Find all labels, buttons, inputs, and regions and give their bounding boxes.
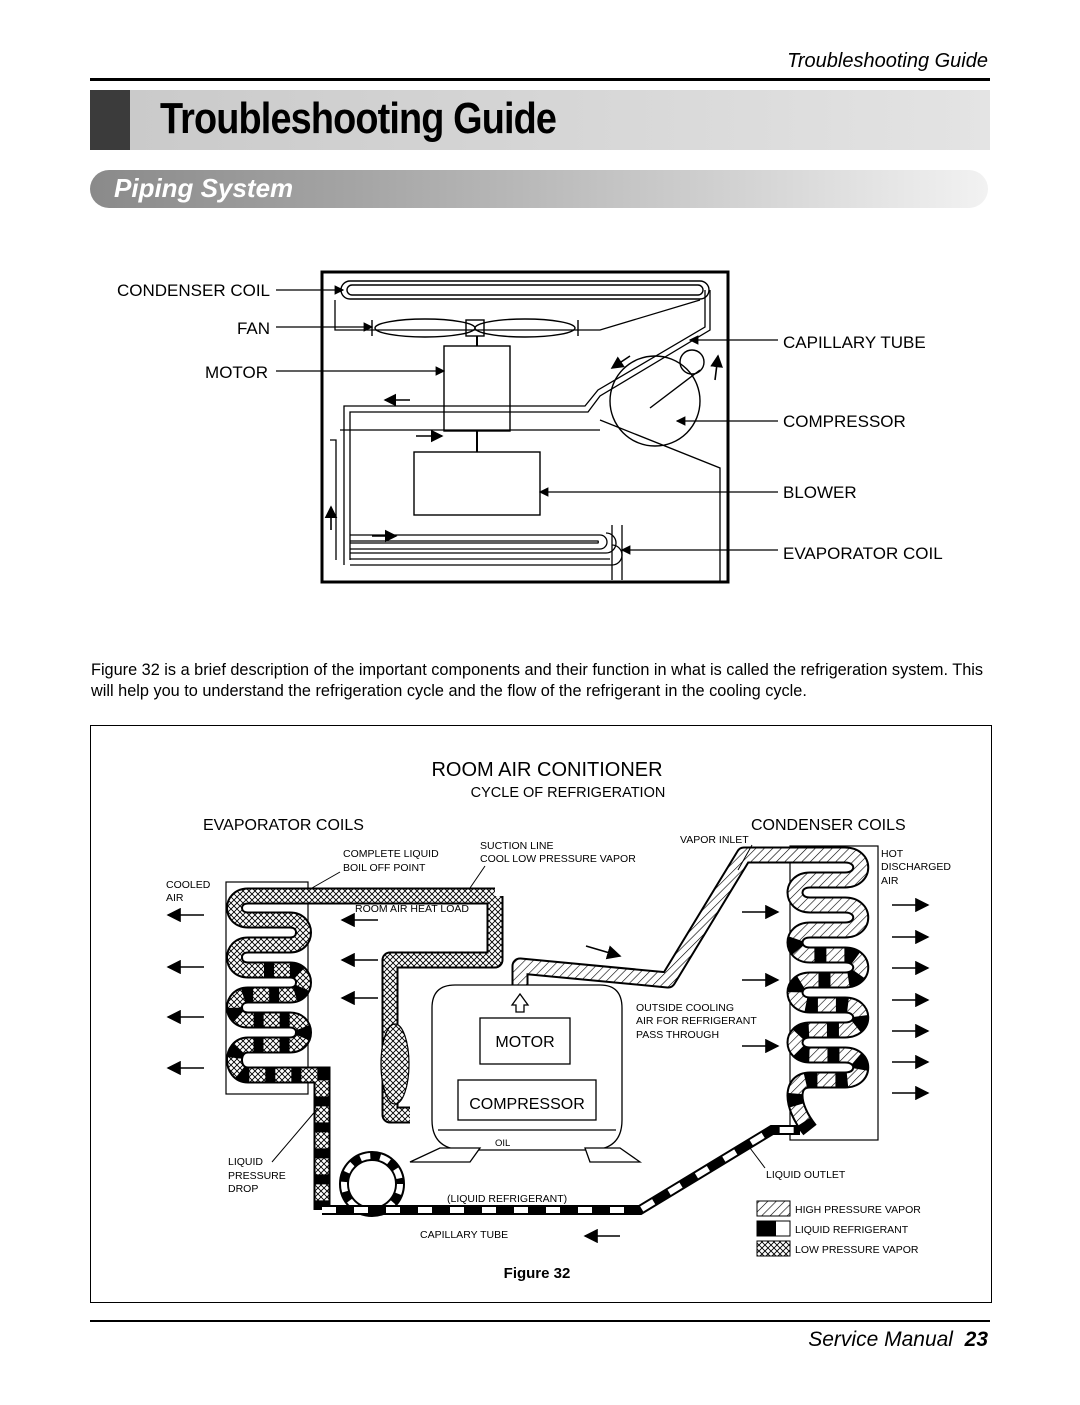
svg-text:OIL: OIL	[495, 1138, 510, 1149]
running-header: Troubleshooting Guide	[787, 50, 988, 72]
label-condenser-coil: CONDENSER COIL	[117, 281, 270, 300]
figure-frame	[90, 725, 992, 1303]
footer-rule	[90, 1320, 990, 1322]
legend-liquid: LIQUID REFRIGERANT	[795, 1224, 909, 1236]
compressor-body	[609, 355, 701, 447]
blower-body	[413, 451, 541, 516]
svg-text:DISCHARGED: DISCHARGED	[881, 861, 951, 873]
legend-swatch-high	[756, 1200, 791, 1217]
accumulator	[380, 1023, 410, 1105]
svg-text:OUTSIDE COOLING: OUTSIDE COOLING	[636, 1002, 734, 1014]
section-title: Piping System	[114, 173, 294, 203]
compressor-unit	[409, 984, 643, 1163]
svg-text:LIQUID: LIQUID	[228, 1156, 263, 1168]
compressor-label: COMPRESSOR	[469, 1096, 585, 1113]
svg-text:HOT: HOT	[881, 848, 904, 860]
condenser-coils-heading: CONDENSER COILS	[751, 817, 906, 834]
footer: Service Manual 23	[808, 1328, 988, 1352]
svg-text:SUCTION LINE: SUCTION LINE	[480, 840, 554, 852]
evaporator-lower-coil	[226, 961, 331, 1210]
fan	[371, 318, 579, 338]
body-paragraph: Figure 32 is a brief description of the …	[91, 661, 984, 700]
piping-lines	[330, 290, 721, 582]
svg-text:(LIQUID REFRIGERANT): (LIQUID REFRIGERANT)	[447, 1193, 567, 1205]
label-capillary-tube: CAPILLARY TUBE	[783, 333, 926, 352]
legend-high-pressure: HIGH PRESSURE VAPOR	[795, 1204, 921, 1216]
condenser-coil	[340, 280, 710, 300]
figure-caption: Figure 32	[504, 1265, 571, 1282]
evaporator-coils-heading: EVAPORATOR COILS	[203, 817, 364, 834]
refrigeration-cycle-diagram: ROOM AIR CONITIONER CYCLE OF REFRIGERATI…	[166, 759, 951, 1282]
cycle-subtitle: CYCLE OF REFRIGERATION	[471, 785, 666, 801]
condenser-panel	[789, 845, 879, 1141]
header-rule	[90, 78, 990, 81]
svg-text:AIR: AIR	[881, 875, 899, 887]
svg-text:DROP: DROP	[228, 1183, 258, 1195]
section-band	[90, 170, 988, 208]
title-band	[90, 90, 990, 150]
high-pressure-tube	[513, 848, 868, 987]
low-pressure-tube	[228, 889, 502, 1122]
footer-manual: Service Manual	[808, 1328, 953, 1351]
label-fan: FAN	[237, 319, 270, 338]
svg-text:VAPOR INLET: VAPOR INLET	[680, 834, 749, 846]
page-title: Troubleshooting Guide	[160, 94, 557, 143]
legend-swatch-low	[756, 1240, 791, 1257]
svg-text:BOIL OFF POINT: BOIL OFF POINT	[343, 862, 426, 874]
leader-lines	[276, 285, 778, 555]
svg-text:AIR: AIR	[166, 892, 184, 904]
title-block-accent	[90, 90, 130, 150]
motor-label: MOTOR	[495, 1034, 554, 1051]
svg-text:ROOM AIR HEAT LOAD: ROOM AIR HEAT LOAD	[355, 903, 469, 915]
unit-frame	[320, 270, 730, 584]
svg-text:PRESSURE: PRESSURE	[228, 1170, 286, 1182]
flow-arrows	[324, 354, 723, 543]
page-number: 23	[964, 1328, 988, 1351]
label-compressor: COMPRESSOR	[783, 412, 906, 431]
label-evaporator-coil: EVAPORATOR COIL	[783, 544, 943, 563]
piping-system-diagram: CONDENSER COIL FAN MOTOR CAPILLARY TUBE …	[117, 270, 943, 584]
svg-text:PASS THROUGH: PASS THROUGH	[636, 1029, 719, 1041]
label-blower: BLOWER	[783, 483, 857, 502]
label-motor: MOTOR	[205, 363, 268, 382]
svg-text:COOL LOW PRESSURE VAPOR: COOL LOW PRESSURE VAPOR	[480, 853, 636, 865]
air-arrows	[166, 897, 930, 1244]
motor-body	[443, 345, 511, 432]
legend-low-pressure: LOW PRESSURE VAPOR	[795, 1244, 919, 1256]
svg-text:AIR FOR REFRIGERANT: AIR FOR REFRIGERANT	[636, 1015, 757, 1027]
svg-text:COMPLETE LIQUID: COMPLETE LIQUID	[343, 848, 439, 860]
svg-text:CAPILLARY TUBE: CAPILLARY TUBE	[420, 1229, 508, 1241]
svg-text:LIQUID OUTLET: LIQUID OUTLET	[766, 1169, 846, 1181]
evaporator-coil	[350, 525, 623, 580]
svg-text:COOLED: COOLED	[166, 879, 211, 891]
cycle-title: ROOM AIR CONITIONER	[431, 759, 662, 781]
